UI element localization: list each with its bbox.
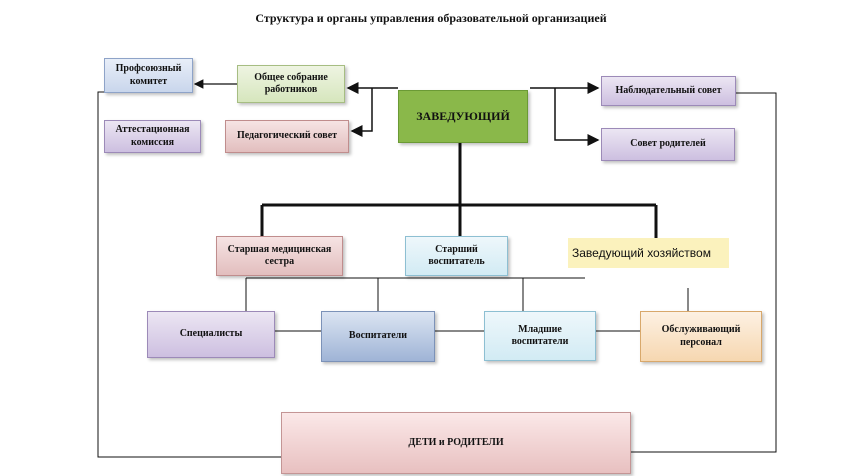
- node-service-staff: Обслуживающий персонал: [640, 311, 762, 362]
- node-parents-council: Совет родителей: [601, 128, 735, 161]
- node-junior-teachers: Младшие воспитатели: [484, 311, 596, 361]
- node-head-nurse: Старшая медицинская сестра: [216, 236, 343, 276]
- node-union-committee: Профсоюзный комитет: [104, 58, 193, 93]
- node-supervisory-board: Наблюдательный совет: [601, 76, 736, 106]
- node-supply-manager: Заведующий хозяйством: [568, 238, 729, 268]
- arrow-to-pedagogical-council: [350, 88, 373, 137]
- node-specialists: Специалисты: [147, 311, 275, 358]
- node-children-parents: ДЕТИ и РОДИТЕЛИ: [281, 412, 631, 474]
- node-teachers: Воспитатели: [321, 311, 435, 362]
- diagram-title: Структура и органы управления образовате…: [255, 11, 607, 25]
- node-head: ЗАВЕДУЮЩИЙ: [398, 90, 528, 143]
- node-pedagogical-council: Педагогический совет: [225, 120, 349, 153]
- node-senior-teacher: Старший воспитатель: [405, 236, 508, 276]
- arrow-head-to-parents-council: [554, 88, 600, 146]
- node-attestation-commission: Аттестационная комиссия: [104, 120, 201, 153]
- node-general-meeting: Общее собрание работников: [237, 65, 345, 103]
